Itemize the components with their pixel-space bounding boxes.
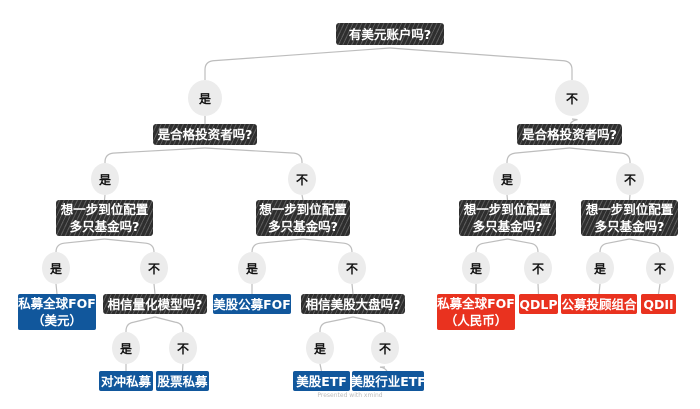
answer-yes: 是	[91, 163, 119, 195]
connector-line	[506, 147, 570, 163]
connector-line	[251, 238, 304, 253]
result-line: （美元）	[31, 313, 82, 328]
multi-fund-question[interactable]: 想一步到位配置多只基金吗?	[459, 200, 556, 236]
answer-yes: 是	[42, 252, 70, 284]
answer-yes: 是	[238, 252, 266, 284]
connector-line	[507, 238, 539, 253]
connector-line	[506, 194, 509, 201]
answer-no: 不	[338, 252, 366, 284]
connector-line	[569, 147, 631, 163]
connector-line	[204, 147, 303, 163]
result-private-global-fof-usd[interactable]: 私募全球FOF （美元）	[18, 294, 96, 330]
answer-no: 不	[288, 163, 316, 195]
answer-no: 不	[371, 332, 399, 364]
question-line: 想一步到位配置	[259, 202, 347, 217]
question-line: 多只基金吗?	[69, 219, 140, 234]
answer-yes: 是	[493, 163, 521, 195]
connector-line	[352, 316, 386, 332]
connector-line	[204, 47, 391, 80]
connector-line	[153, 283, 156, 295]
connector-line	[628, 194, 631, 201]
result-hedge-private[interactable]: 对冲私募	[99, 371, 153, 391]
result-line: 私募全球FOF	[18, 296, 96, 311]
quant-model-question[interactable]: 相信量化模型吗?	[103, 294, 207, 314]
result-us-etf[interactable]: 美股ETF	[293, 371, 350, 391]
us-market-question[interactable]: 相信美股大盘吗?	[301, 294, 405, 314]
result-qdii[interactable]: QDII	[641, 294, 676, 314]
connector-line	[301, 194, 304, 201]
question-line: 多只基金吗?	[268, 219, 338, 234]
root-question[interactable]: 有美元账户吗?	[336, 23, 444, 45]
result-advisory-portfolio[interactable]: 公募投顾组合	[561, 294, 637, 314]
result-qdlp[interactable]: QDLP	[519, 294, 558, 314]
result-line: 私募全球FOF	[437, 296, 515, 311]
connector-line	[154, 316, 184, 332]
qualified-investor-question-left[interactable]: 是合格投资者吗?	[153, 124, 257, 145]
watermark: Presented with xmind	[317, 392, 383, 399]
qualified-investor-question-right[interactable]: 是合格投资者吗?	[517, 124, 622, 145]
answer-yes: 是	[188, 80, 222, 116]
connector-line	[599, 238, 630, 253]
connector-line	[104, 147, 206, 163]
answer-no: 不	[616, 163, 644, 195]
multi-fund-question[interactable]: 想一步到位配置多只基金吗?	[56, 200, 153, 236]
result-private-global-fof-rmb[interactable]: 私募全球FOF （人民币）	[437, 294, 515, 330]
connector-line	[475, 238, 508, 253]
answer-no: 不	[524, 252, 552, 284]
question-line: 想一步到位配置	[585, 202, 674, 217]
connector-line	[103, 194, 106, 201]
answer-no: 不	[140, 252, 168, 284]
result-equity-private[interactable]: 股票私募	[156, 371, 209, 391]
connector-line	[55, 238, 105, 253]
connector-line	[629, 238, 661, 253]
connector-line	[104, 238, 155, 253]
result-line: （人民币）	[444, 313, 508, 328]
answer-no: 不	[646, 252, 674, 284]
answer-yes: 是	[112, 332, 140, 364]
question-line: 想一步到位配置	[463, 202, 552, 217]
connector-line	[181, 363, 184, 372]
result-us-sector-etf[interactable]: 美股行业ETF	[350, 371, 426, 391]
answer-yes: 是	[462, 252, 490, 284]
connector-line	[598, 283, 601, 295]
question-line: 多只基金吗?	[472, 219, 543, 234]
question-line: 想一步到位配置	[60, 202, 149, 217]
connector-line	[55, 283, 58, 295]
connector-line	[319, 363, 323, 372]
answer-no: 不	[169, 332, 197, 364]
connector-line	[302, 238, 353, 253]
connector-line	[657, 283, 661, 295]
connector-line	[389, 47, 573, 80]
multi-fund-question[interactable]: 想一步到位配置多只基金吗?	[581, 200, 678, 236]
connector-line	[351, 283, 354, 295]
multi-fund-question[interactable]: 想一步到位配置多只基金吗?	[256, 200, 350, 236]
result-us-public-fof[interactable]: 美股公募FOF	[213, 294, 291, 314]
answer-no: 不	[555, 80, 589, 116]
connector-line	[125, 316, 156, 332]
answer-yes: 是	[306, 332, 334, 364]
connector-line	[319, 316, 354, 332]
question-line: 多只基金吗?	[594, 219, 665, 234]
answer-yes: 是	[586, 252, 614, 284]
connector-line	[537, 283, 540, 295]
